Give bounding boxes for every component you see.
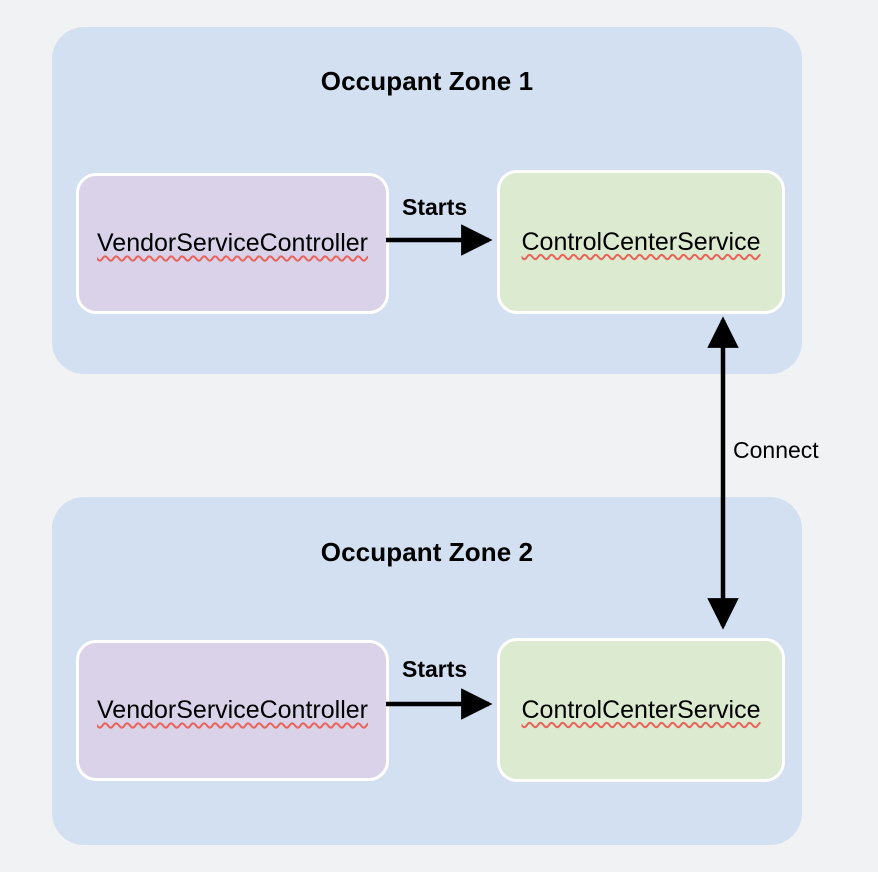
occupant-zone-2-title: Occupant Zone 2 — [320, 537, 534, 567]
occupant-zone-1-container: Occupant Zone 1 VendorServiceController … — [52, 27, 802, 374]
node-label-vendor-service-controller: VendorServiceController — [97, 696, 368, 724]
node-label-vendor-service-controller: VendorServiceController — [97, 229, 368, 257]
node-control-center-service-zone-2[interactable]: ControlCenterService — [497, 638, 785, 782]
node-label-control-center-service: ControlCenterService — [521, 227, 761, 256]
edge-label-connect: Connect — [733, 437, 819, 463]
edge-label-starts-zone-2: Starts — [402, 656, 468, 682]
node-label-control-center-service: ControlCenterService — [521, 695, 761, 724]
occupant-zone-1-title: Occupant Zone 1 — [320, 66, 534, 96]
node-vendor-service-controller-zone-2[interactable]: VendorServiceController — [76, 640, 389, 781]
node-vendor-service-controller-zone-1[interactable]: VendorServiceController — [76, 173, 389, 314]
edge-label-starts-zone-1: Starts — [402, 194, 468, 220]
node-control-center-service-zone-1[interactable]: ControlCenterService — [497, 170, 785, 314]
occupant-zone-2-container: Occupant Zone 2 VendorServiceController … — [52, 497, 802, 845]
